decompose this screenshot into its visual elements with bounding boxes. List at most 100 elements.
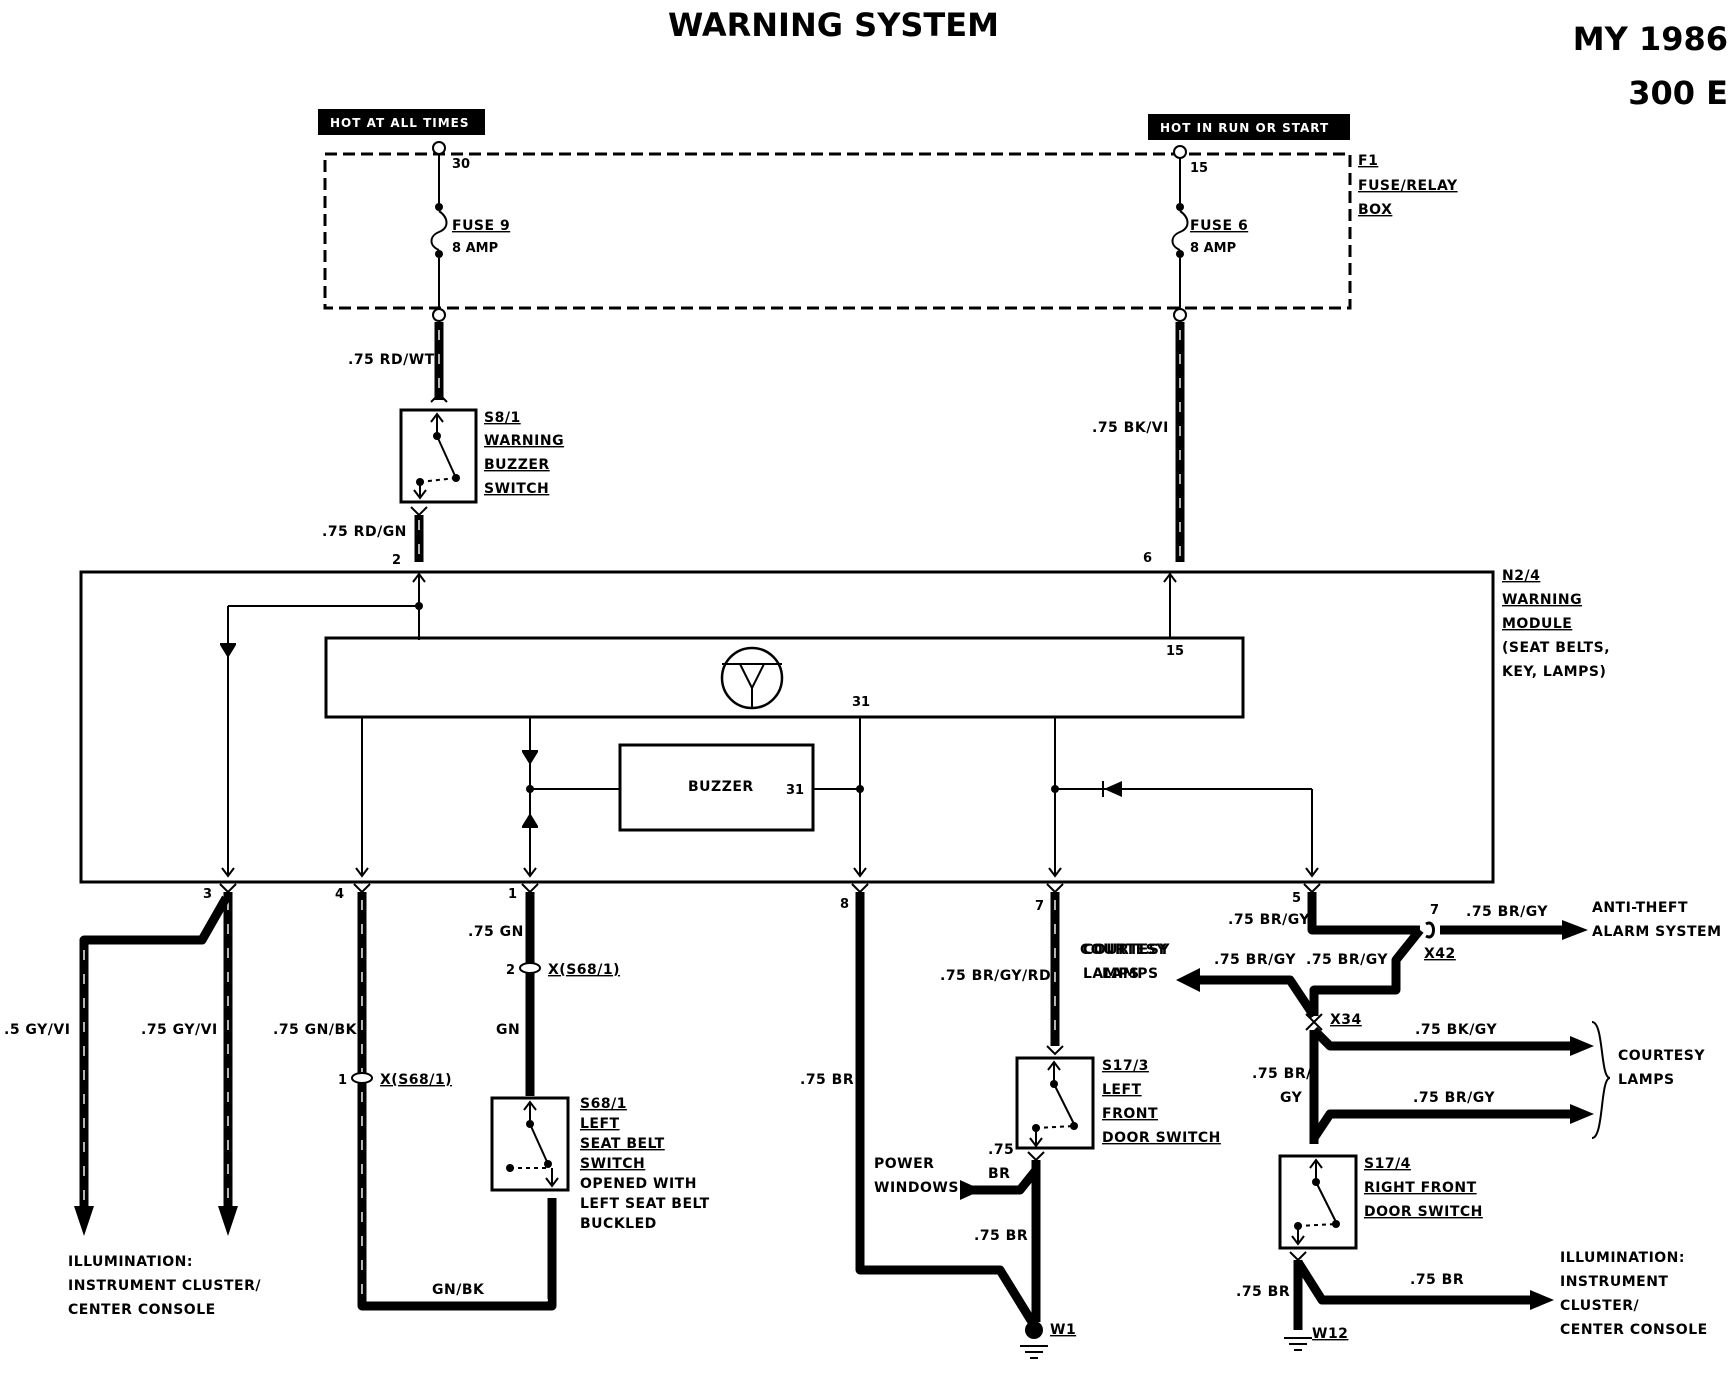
courtesy-right-arrow-1 (1570, 1036, 1594, 1056)
dest-power-windows-2: WINDOWS (874, 1180, 959, 1196)
pin-4: 4 (335, 887, 344, 902)
n2-4-line4: KEY, LAMPS) (1502, 664, 1606, 680)
s8-1-line3: SWITCH (484, 481, 549, 497)
connector-pin3 (219, 883, 237, 894)
buzzer-label: BUZZER (688, 779, 754, 795)
s17-4-id: S17/4 (1364, 1156, 1411, 1172)
wire-br-gy-lamp2 (1310, 1109, 1574, 1141)
s68-1-line3: SWITCH (580, 1156, 645, 1172)
fuse-box-id: F1 (1358, 153, 1378, 169)
wire-br-8 (855, 892, 1036, 1325)
connector-s17-3-top (1046, 1045, 1064, 1056)
dest-courtesy-top-2: LAMPS (1083, 966, 1140, 982)
connector-pin7 (1046, 883, 1064, 894)
model-year: MY 1986 (1573, 20, 1728, 58)
connector-pin8 (851, 883, 869, 894)
wire-label-br-gy-lamp2: .75 BR/GY (1413, 1090, 1495, 1106)
s68-1-switch-box (490, 1096, 570, 1192)
wire-label-bk-gy: .75 BK/GY (1415, 1022, 1497, 1038)
s68-1-line1: LEFT (580, 1116, 620, 1132)
module-pin7-arrow (1048, 867, 1062, 878)
anti-theft-arrow (1562, 920, 1588, 940)
fuse-box-line2: BOX (1358, 202, 1392, 218)
s17-3-dashed-link (1035, 1125, 1075, 1129)
module-diode-a (522, 752, 538, 765)
wire-x42-to-x34 (1309, 927, 1424, 1016)
s8-1-contact-end (452, 474, 460, 482)
s8-1-arrow-head (430, 412, 444, 423)
s17-3-line3: DOOR SWITCH (1102, 1130, 1221, 1146)
module-pin6-arrow (1163, 572, 1177, 583)
arrow-gy-vi-a (74, 1206, 94, 1236)
s17-4-dashed-link (1297, 1223, 1337, 1227)
pin-1: 1 (508, 887, 517, 902)
s8-1-line2: BUZZER (484, 457, 550, 473)
buzzer-pin: 31 (786, 783, 804, 798)
s17-3-line1: LEFT (1102, 1082, 1142, 1098)
connector-pin5 (1303, 883, 1321, 894)
module-pin4-arrow (355, 867, 369, 878)
wire-label-br-gy-rd: .75 BR/GY/RD (940, 968, 1051, 984)
wire-br-gy-left (1196, 975, 1318, 1019)
s17-4-contact-arm (1315, 1181, 1337, 1223)
module-pin8-arrow (853, 867, 867, 878)
s17-4-line2: DOOR SWITCH (1364, 1204, 1483, 1220)
n2-4-line2: MODULE (1502, 616, 1572, 632)
module-pin3-arrow (221, 867, 235, 878)
pin-30: 30 (452, 157, 470, 172)
transistor-emitter-l (739, 663, 753, 689)
wire-label-rd-gn: .75 RD/GN (322, 524, 407, 540)
pin-15-fuse: 15 (1190, 161, 1208, 176)
fuse6-node-bottom (1176, 250, 1184, 258)
pin-2: 2 (392, 553, 401, 568)
dest-illum-right-4: CENTER CONSOLE (1560, 1322, 1708, 1338)
courtesy-right-arrow-2 (1570, 1104, 1594, 1124)
ground-w1-terminal (1025, 1321, 1043, 1339)
connector-x-s68-pin2 (519, 962, 541, 974)
module-pin2-arrow (412, 572, 426, 583)
connector-s8-1-top (430, 392, 448, 403)
wire-gy-vi-a (79, 895, 230, 1210)
module-diode-left (220, 645, 236, 658)
model-name: 300 E (1628, 74, 1728, 112)
connector-pin4 (353, 883, 371, 894)
fuse-relay-box (323, 152, 1352, 310)
power-windows-arrow (960, 1180, 982, 1200)
hot-run-start-box (1148, 114, 1350, 140)
wire-label-br-gy-right: .75 BR/GY (1306, 952, 1388, 968)
s17-3-contact-end (1070, 1122, 1078, 1130)
pin-31-module: 31 (852, 695, 870, 710)
wire-label-br-gy-alarm: .75 BR/GY (1466, 904, 1548, 920)
s68-1-line5: LEFT SEAT BELT (580, 1196, 710, 1212)
dest-illum-left-3: CENTER CONSOLE (68, 1302, 216, 1318)
terminal-30 (432, 141, 446, 155)
conn-pin-2: 2 (506, 963, 515, 978)
n2-4-line3: (SEAT BELTS, (1502, 640, 1610, 656)
terminal-15 (1173, 145, 1187, 159)
wire-label-br-slash: .75 BR/ (1252, 1066, 1312, 1082)
s68-1-line2: SEAT BELT (580, 1136, 665, 1152)
wire-label-gn-short: GN (496, 1022, 520, 1038)
dest-illum-right-1: ILLUMINATION: (1560, 1250, 1685, 1266)
conn-x-s68-b: X(S68/1) (380, 1072, 452, 1088)
s17-4-line1: RIGHT FRONT (1364, 1180, 1477, 1196)
fuse9-name: FUSE 9 (452, 218, 510, 234)
fuse9-output-terminal (432, 308, 446, 322)
dest-courtesy-right-2: LAMPS (1618, 1072, 1675, 1088)
fuse6-output-terminal (1173, 308, 1187, 322)
courtesy-brace (1591, 1021, 1611, 1139)
illum-right-arrow (1530, 1290, 1554, 1310)
s8-1-dashed-link (419, 477, 457, 483)
connector-x34 (1305, 1013, 1323, 1031)
n2-4-line1: WARNING (1502, 592, 1582, 608)
s17-3-id: S17/3 (1102, 1058, 1149, 1074)
s17-4-out-arrow (1291, 1235, 1305, 1246)
s8-1-id: S8/1 (484, 410, 521, 426)
dest-illum-right-2: INSTRUMENT (1560, 1274, 1668, 1290)
s17-4-switch-box (1278, 1154, 1358, 1250)
dest-illum-left-2: INSTRUMENT CLUSTER/ (68, 1278, 261, 1294)
wire-label-gn: .75 GN (468, 924, 524, 940)
s8-1-out-arrow (413, 489, 427, 500)
fuse6-rating: 8 AMP (1190, 241, 1236, 256)
s68-1-contact-arm (529, 1123, 549, 1165)
